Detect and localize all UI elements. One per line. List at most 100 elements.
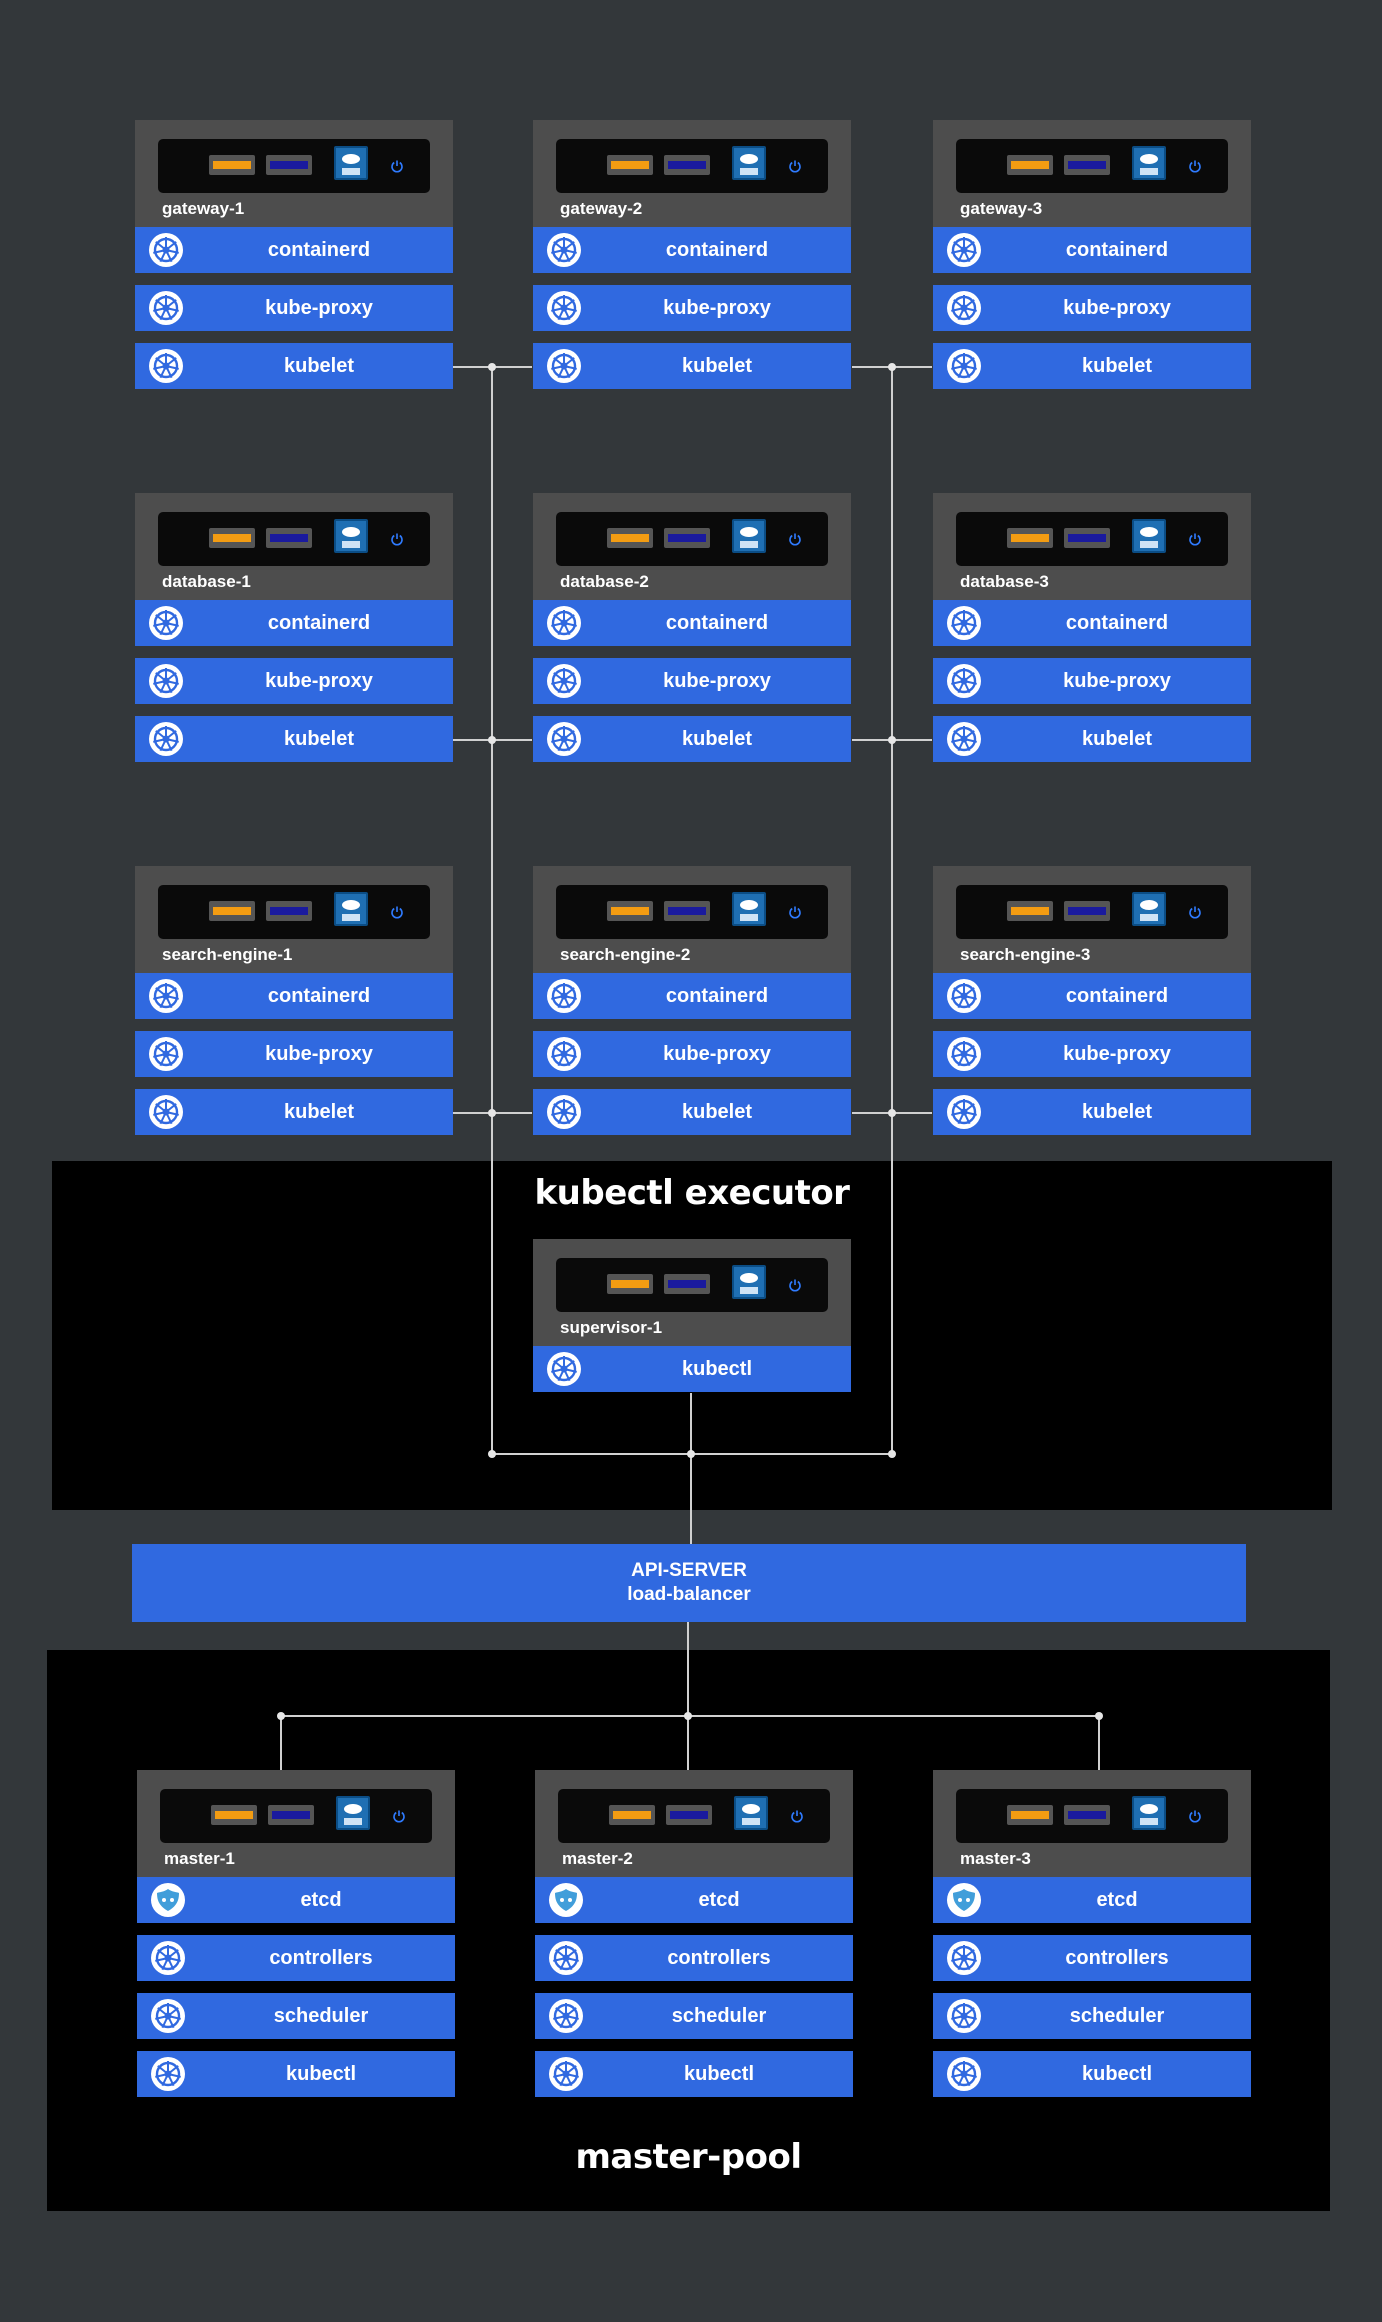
kubernetes-wheel-icon xyxy=(546,1094,582,1130)
service-label: kube-proxy xyxy=(1063,669,1171,692)
blue-port-icon xyxy=(1064,901,1110,921)
service-kubelet[interactable]: kubelet xyxy=(533,716,851,762)
service-kube-proxy[interactable]: kube-proxy xyxy=(135,1031,453,1077)
service-scheduler[interactable]: scheduler xyxy=(535,1993,853,2039)
service-kubelet[interactable]: kubelet xyxy=(135,716,453,762)
service-label: kubelet xyxy=(283,727,355,750)
power-icon[interactable] xyxy=(1188,532,1202,546)
service-etcd[interactable]: etcd xyxy=(137,1877,455,1923)
service-controllers[interactable]: controllers xyxy=(933,1935,1251,1981)
power-icon[interactable] xyxy=(392,1809,406,1823)
service-label: kube-proxy xyxy=(265,1042,373,1065)
service-label: kube-proxy xyxy=(663,1042,771,1065)
service-kubectl[interactable]: kubectl xyxy=(535,2051,853,2097)
master-pool-title: master-pool xyxy=(575,2137,802,2177)
node-database-2[interactable]: database-2 containerd kube-proxy kubelet xyxy=(533,493,851,762)
service-kubectl[interactable]: kubectl xyxy=(533,1346,851,1392)
kubernetes-wheel-icon xyxy=(546,721,582,757)
service-kube-proxy[interactable]: kube-proxy xyxy=(533,658,851,704)
service-controllers[interactable]: controllers xyxy=(535,1935,853,1981)
cpu-badge-icon xyxy=(732,892,766,926)
service-kubelet[interactable]: kubelet xyxy=(533,1089,851,1135)
power-icon[interactable] xyxy=(1188,1809,1202,1823)
service-etcd[interactable]: etcd xyxy=(535,1877,853,1923)
service-label: kubelet xyxy=(1081,727,1153,750)
orange-port-icon xyxy=(1007,1805,1053,1825)
power-icon[interactable] xyxy=(1188,159,1202,173)
service-containerd[interactable]: containerd xyxy=(933,973,1251,1019)
service-kube-proxy[interactable]: kube-proxy xyxy=(933,658,1251,704)
service-kubelet[interactable]: kubelet xyxy=(933,716,1251,762)
kubernetes-wheel-icon xyxy=(546,978,582,1014)
service-kube-proxy[interactable]: kube-proxy xyxy=(135,285,453,331)
service-kube-proxy[interactable]: kube-proxy xyxy=(533,285,851,331)
service-label: containerd xyxy=(1065,611,1169,634)
service-containerd[interactable]: containerd xyxy=(533,600,851,646)
cpu-badge-icon xyxy=(334,146,368,180)
service-kubelet[interactable]: kubelet xyxy=(933,1089,1251,1135)
service-label: scheduler xyxy=(1069,2004,1165,2027)
power-icon[interactable] xyxy=(788,532,802,546)
service-kube-proxy[interactable]: kube-proxy xyxy=(533,1031,851,1077)
service-kubelet[interactable]: kubelet xyxy=(135,1089,453,1135)
service-kube-proxy[interactable]: kube-proxy xyxy=(933,1031,1251,1077)
node-name: gateway-1 xyxy=(162,199,245,218)
node-name: gateway-2 xyxy=(560,199,643,218)
power-icon[interactable] xyxy=(788,159,802,173)
service-containerd[interactable]: containerd xyxy=(135,973,453,1019)
service-kubectl[interactable]: kubectl xyxy=(933,2051,1251,2097)
node-chassis: master-3 xyxy=(933,1770,1251,1877)
power-icon[interactable] xyxy=(788,905,802,919)
power-icon[interactable] xyxy=(390,905,404,919)
service-containerd[interactable]: containerd xyxy=(933,600,1251,646)
node-name: database-2 xyxy=(560,572,649,591)
service-kubectl[interactable]: kubectl xyxy=(137,2051,455,2097)
service-controllers[interactable]: controllers xyxy=(137,1935,455,1981)
front-panel xyxy=(956,139,1228,193)
node-gateway-1[interactable]: gateway-1 containerd kube-proxy kubelet xyxy=(135,120,453,389)
front-panel xyxy=(158,512,430,566)
power-icon[interactable] xyxy=(390,532,404,546)
kubernetes-wheel-icon xyxy=(946,1036,982,1072)
service-scheduler[interactable]: scheduler xyxy=(137,1993,455,2039)
orange-port-icon xyxy=(1007,528,1053,548)
service-kubelet[interactable]: kubelet xyxy=(933,343,1251,389)
kubernetes-wheel-icon xyxy=(946,1998,982,2034)
service-label: kubelet xyxy=(681,1100,753,1123)
service-kubelet[interactable]: kubelet xyxy=(533,343,851,389)
service-etcd[interactable]: etcd xyxy=(933,1877,1251,1923)
service-containerd[interactable]: containerd xyxy=(533,973,851,1019)
cpu-badge-icon xyxy=(1132,146,1166,180)
node-chassis: supervisor-1 xyxy=(533,1239,851,1346)
service-kubelet[interactable]: kubelet xyxy=(135,343,453,389)
service-containerd[interactable]: containerd xyxy=(933,227,1251,273)
service-kube-proxy[interactable]: kube-proxy xyxy=(135,658,453,704)
service-kube-proxy[interactable]: kube-proxy xyxy=(933,285,1251,331)
power-icon[interactable] xyxy=(390,159,404,173)
service-label: containerd xyxy=(665,238,769,261)
power-icon[interactable] xyxy=(1188,905,1202,919)
kubernetes-wheel-icon xyxy=(148,1036,184,1072)
service-scheduler[interactable]: scheduler xyxy=(933,1993,1251,2039)
power-icon[interactable] xyxy=(790,1809,804,1823)
kubernetes-wheel-icon xyxy=(946,605,982,641)
service-containerd[interactable]: containerd xyxy=(135,600,453,646)
service-containerd[interactable]: containerd xyxy=(135,227,453,273)
api-server-load-balancer[interactable]: API-SERVER load-balancer xyxy=(132,1544,1246,1622)
node-gateway-2[interactable]: gateway-2 containerd kube-proxy kubelet xyxy=(533,120,851,389)
orange-port-icon xyxy=(607,901,653,921)
service-containerd[interactable]: containerd xyxy=(533,227,851,273)
service-label: kube-proxy xyxy=(265,669,373,692)
power-icon[interactable] xyxy=(788,1278,802,1292)
front-panel xyxy=(956,885,1228,939)
